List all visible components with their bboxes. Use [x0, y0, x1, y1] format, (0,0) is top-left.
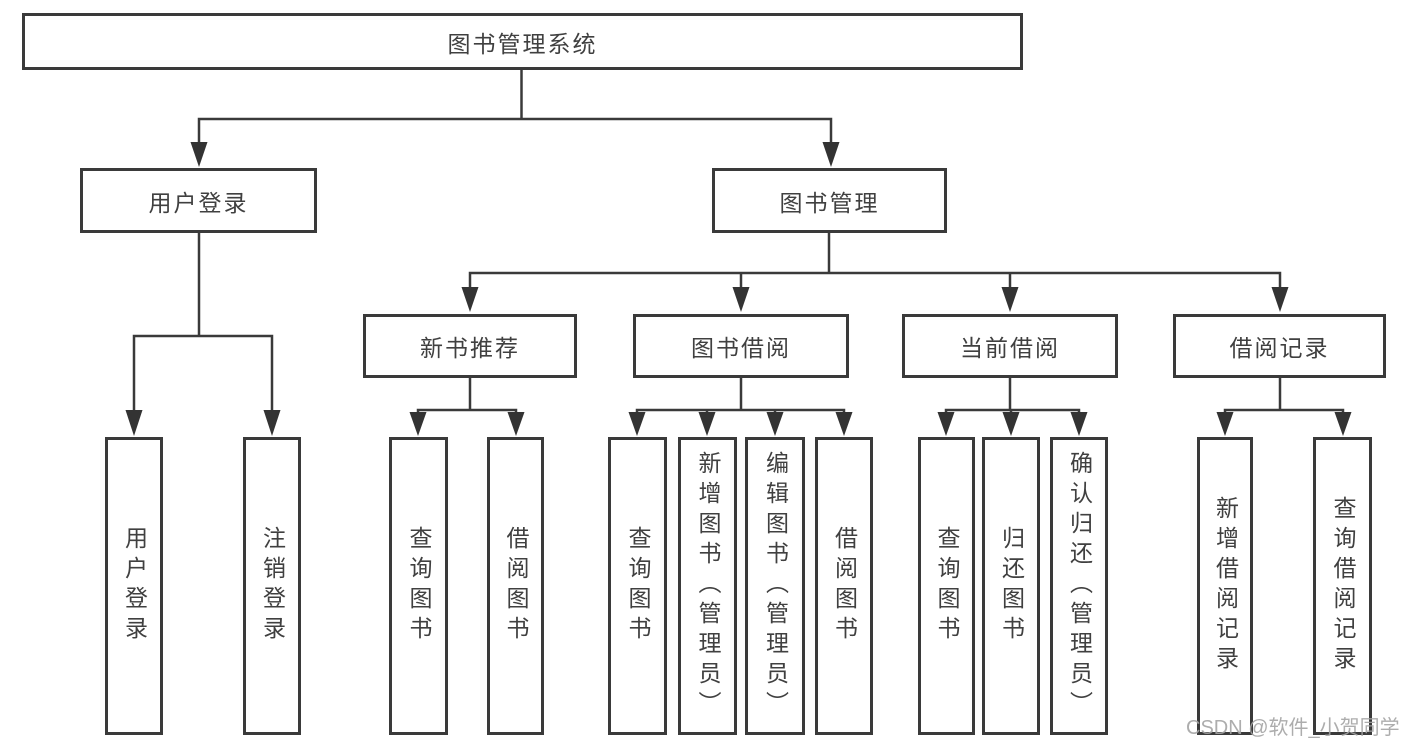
node-root-label: 图书管理系统 — [447, 30, 598, 57]
leaf-logout-label: 注销登录 — [259, 526, 286, 646]
node-borrowing-records-label: 借阅记录 — [1229, 335, 1330, 361]
leaf-borrow-books-label: 借阅图书 — [831, 526, 858, 646]
leaf-confirm-return-admin-label: 确认归还（管理员） — [1066, 451, 1093, 721]
leaf-add-borrow-record: 新增借阅记录 — [1197, 437, 1253, 735]
leaf-add-books-admin: 新增图书（管理员） — [678, 437, 737, 735]
leaf-query-books-borrowing: 查询图书 — [608, 437, 667, 735]
leaf-borrow-books-recommend-label: 借阅图书 — [503, 526, 529, 646]
node-current-borrowing: 当前借阅 — [902, 314, 1118, 378]
node-borrowing-records: 借阅记录 — [1173, 314, 1386, 378]
leaf-query-books-borrowing-label: 查询图书 — [625, 526, 651, 646]
arrowhead-icons — [125, 142, 1352, 436]
node-current-borrowing-label: 当前借阅 — [960, 335, 1060, 361]
node-new-book-recommendation-label: 新书推荐 — [420, 335, 520, 361]
node-user-login-label: 用户登录 — [148, 189, 249, 216]
leaf-edit-books-admin-label: 编辑图书（管理员） — [762, 451, 789, 721]
node-book-borrowing-label: 图书借阅 — [691, 335, 791, 361]
leaf-add-books-admin-label: 新增图书（管理员） — [695, 451, 721, 721]
node-new-book-recommendation: 新书推荐 — [363, 314, 577, 378]
leaf-query-books-current-label: 查询图书 — [934, 526, 960, 646]
leaf-user-login: 用户登录 — [105, 437, 163, 735]
leaf-logout: 注销登录 — [243, 437, 301, 735]
node-root: 图书管理系统 — [22, 13, 1023, 70]
leaf-return-books-label: 归还图书 — [998, 526, 1025, 646]
node-book-borrowing: 图书借阅 — [633, 314, 849, 378]
node-user-login: 用户登录 — [80, 168, 317, 233]
leaf-query-books-recommend-label: 查询图书 — [406, 526, 432, 646]
leaf-user-login-label: 用户登录 — [121, 526, 148, 646]
leaf-return-books: 归还图书 — [982, 437, 1040, 735]
leaf-query-borrow-record: 查询借阅记录 — [1313, 437, 1372, 735]
watermark: CSDN @软件_小贺同学 — [1186, 717, 1400, 739]
leaf-borrow-books: 借阅图书 — [815, 437, 873, 735]
leaf-query-books-recommend: 查询图书 — [389, 437, 448, 735]
leaf-add-borrow-record-label: 新增借阅记录 — [1212, 496, 1239, 676]
leaf-query-books-current: 查询图书 — [918, 437, 975, 735]
node-book-management-label: 图书管理 — [779, 189, 880, 216]
leaf-borrow-books-recommend: 借阅图书 — [487, 437, 544, 735]
leaf-query-borrow-record-label: 查询借阅记录 — [1330, 496, 1356, 676]
leaf-edit-books-admin: 编辑图书（管理员） — [745, 437, 805, 735]
node-book-management: 图书管理 — [712, 168, 947, 233]
leaf-confirm-return-admin: 确认归还（管理员） — [1050, 437, 1108, 735]
